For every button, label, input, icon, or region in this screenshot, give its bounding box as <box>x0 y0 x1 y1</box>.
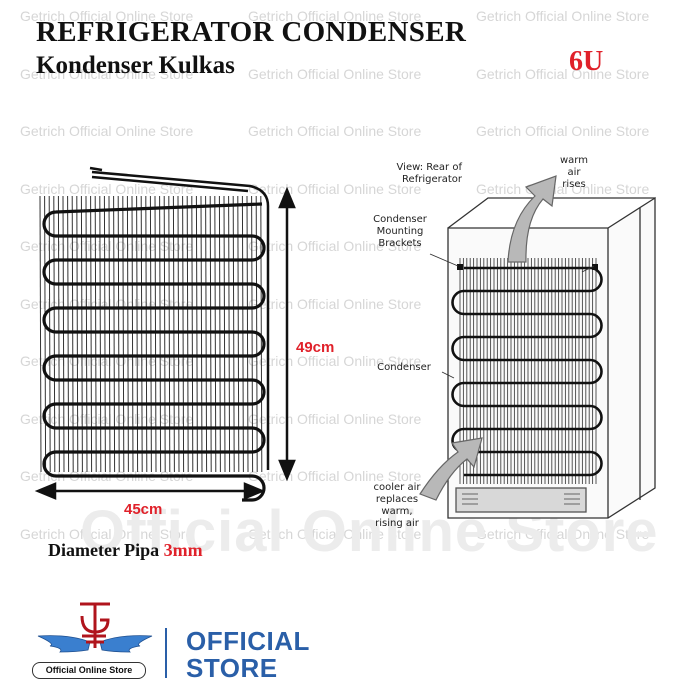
wings-icon <box>37 635 153 653</box>
pipe-diameter-value: 3mm <box>163 540 203 560</box>
width-dimension-arrow <box>34 482 266 500</box>
cool-air-arrow <box>419 437 483 501</box>
pipe-diameter-label: Diameter Pipa <box>48 540 160 560</box>
warm-air-label: warm air rises <box>560 155 588 190</box>
condenser-label: Condenser <box>377 362 431 373</box>
height-dimension-arrow <box>278 186 296 482</box>
page-title: REFRIGERATOR CONDENSER <box>36 16 467 48</box>
brand-logo <box>37 602 153 653</box>
height-dimension-label: 49cm <box>296 339 335 356</box>
pipe-diameter-spec: Diameter Pipa 3mm <box>48 540 203 561</box>
brand-store-tag: Official Online Store <box>32 662 146 679</box>
brand-divider <box>165 628 167 678</box>
condenser-serpentine-tube <box>42 202 266 502</box>
model-badge: 6U <box>569 46 604 77</box>
condenser-inlet-pipe <box>89 166 270 470</box>
width-dimension-label: 45cm <box>124 501 163 518</box>
label-leader-lines <box>429 253 595 379</box>
warm-air-arrow <box>507 175 557 263</box>
mounting-brackets-label: Condenser Mounting Brackets <box>373 214 427 249</box>
mounting-bracket-dots <box>457 264 598 270</box>
monogram-icon <box>80 602 110 648</box>
page-subtitle: Kondenser Kulkas <box>36 52 235 79</box>
official-store-label: OFFICIAL STORE <box>186 626 310 683</box>
view-label: View: Rear of Refrigerator <box>396 162 462 185</box>
cooler-air-label: cooler air replaces warm, rising air <box>373 482 421 529</box>
diagram-condenser-tube <box>451 266 603 477</box>
